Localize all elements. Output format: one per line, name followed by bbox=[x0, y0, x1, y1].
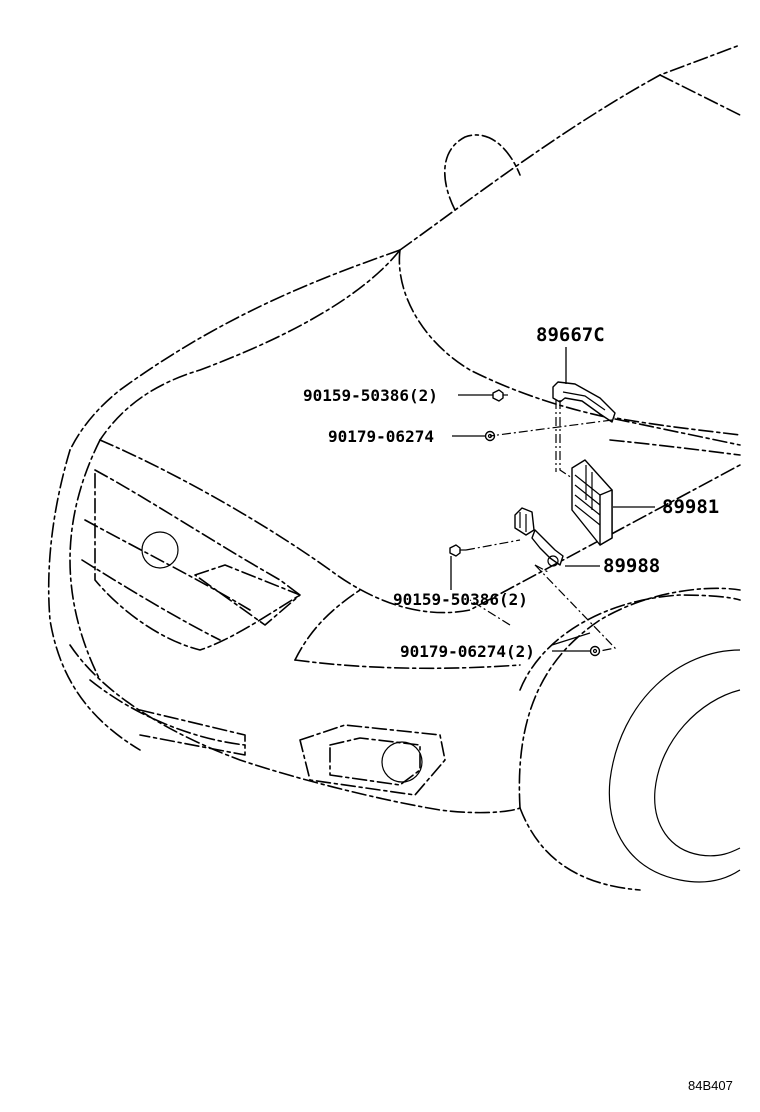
leader-lines bbox=[450, 347, 655, 652]
callout-90159-50386-mid: 90159-50386(2) bbox=[393, 590, 528, 609]
callout-90159-50386-top: 90159-50386(2) bbox=[303, 386, 438, 405]
callout-89981: 89981 bbox=[662, 496, 719, 518]
callout-89667c: 89667C bbox=[536, 324, 605, 346]
vehicle-outline bbox=[47, 44, 741, 891]
callout-89988: 89988 bbox=[603, 555, 660, 577]
mounting-lines bbox=[465, 400, 617, 652]
part-89667c-bracket-drawing bbox=[552, 381, 616, 423]
callout-90179-06274-mid: 90179-06274(2) bbox=[400, 642, 535, 661]
callout-90179-06274-top: 90179-06274 bbox=[328, 427, 434, 446]
part-89988-sensor-drawing bbox=[514, 507, 564, 567]
part-89981-module-drawing bbox=[571, 459, 613, 546]
nut-icon bbox=[589, 645, 601, 657]
diagram-code: 84B407 bbox=[688, 1078, 733, 1093]
bolt-icon bbox=[449, 544, 466, 557]
bolt-icon bbox=[492, 389, 508, 402]
